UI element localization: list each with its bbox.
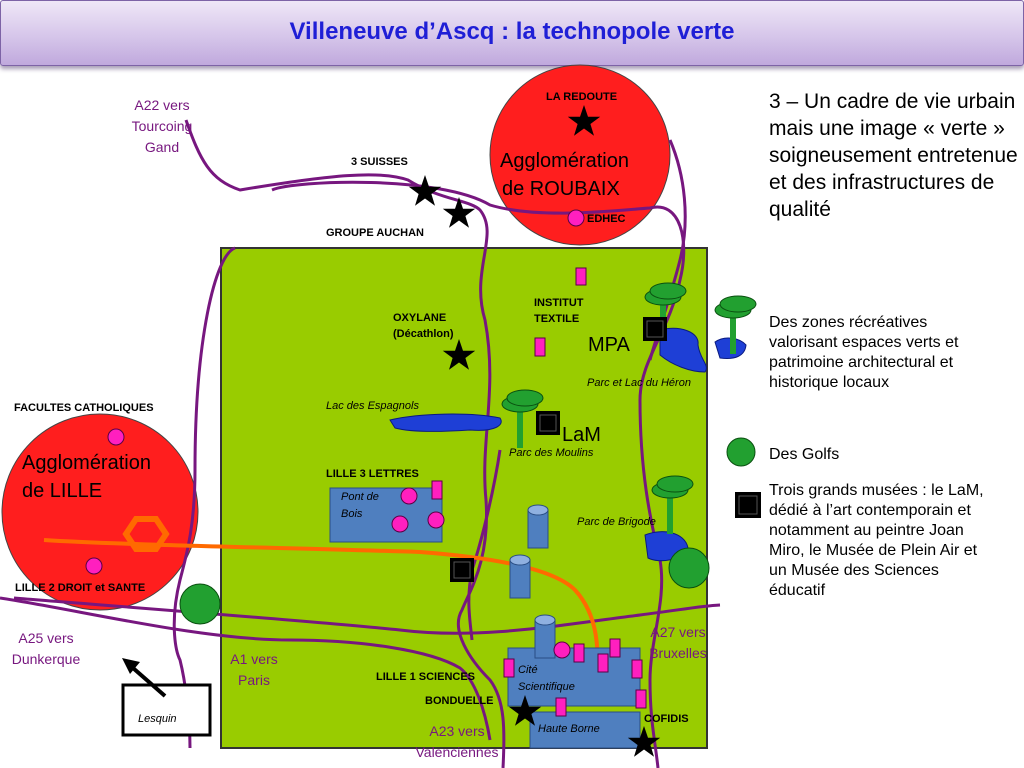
three-suisses-label: 3 SUISSES bbox=[351, 156, 408, 168]
parc-moulins-label: Parc des Moulins bbox=[509, 447, 594, 459]
lesquin-arrow-icon bbox=[131, 666, 167, 698]
building-icon bbox=[534, 614, 556, 659]
a22-line1: A22 vers bbox=[134, 97, 189, 113]
roubaix-line1: Agglomération bbox=[500, 150, 629, 172]
lille2-label: LILLE 2 DROIT et SANTE bbox=[15, 582, 145, 594]
cofidis-label: COFIDIS bbox=[644, 713, 689, 725]
cite-line1: Cité bbox=[518, 664, 538, 676]
la-redoute-label: LA REDOUTE bbox=[546, 91, 617, 103]
lille3-label: LILLE 3 LETTRES bbox=[326, 468, 419, 480]
legend-zones: Des zones récréatives valorisant espaces… bbox=[769, 314, 959, 391]
page-title: Villeneuve d’Ascq : la technopole verte bbox=[289, 18, 735, 45]
building-icon bbox=[509, 554, 531, 599]
haute-borne-label: Haute Borne bbox=[538, 723, 600, 735]
star-icon bbox=[442, 197, 476, 228]
lille1-label: LILLE 1 SCIENCES bbox=[376, 671, 475, 683]
cite-line2: Scientifique bbox=[518, 681, 575, 693]
a23-line2: Valenciennes bbox=[415, 744, 498, 760]
institut-line2: TEXTILE bbox=[534, 313, 579, 325]
parc-brigode-label: Parc de Brigode bbox=[577, 516, 656, 528]
mpa-label: MPA bbox=[588, 334, 631, 356]
a1-line1: A1 vers bbox=[230, 651, 277, 667]
a27-line2: Bruxelles bbox=[649, 645, 707, 661]
roubaix-line2: de ROUBAIX bbox=[502, 178, 620, 200]
haute-borne-block bbox=[529, 711, 641, 749]
lac-heron bbox=[659, 327, 707, 373]
groupe-auchan-label: GROUPE AUCHAN bbox=[326, 227, 424, 239]
lac-espagnols-label: Lac des Espagnols bbox=[326, 400, 419, 412]
a27-line1: A27 vers bbox=[650, 624, 705, 640]
metro-hexagon-icon bbox=[122, 516, 170, 552]
pont-line2: Bois bbox=[341, 508, 363, 520]
building-icon bbox=[527, 504, 549, 549]
lesquin-label: Lesquin bbox=[138, 713, 177, 725]
edhec-label: EDHEC bbox=[587, 213, 626, 225]
lac-espagnols bbox=[389, 413, 502, 432]
legend-golfs: Des Golfs bbox=[769, 446, 840, 463]
oxylane-line1: OXYLANE bbox=[393, 312, 446, 324]
parc-heron-label: Parc et Lac du Héron bbox=[587, 377, 691, 389]
city-labels: Agglomération de ROUBAIX Agglomération d… bbox=[22, 150, 631, 502]
museum-squares bbox=[450, 317, 761, 582]
a23-line1: A23 vers bbox=[429, 723, 484, 739]
bonduelle-label: BONDUELLE bbox=[425, 695, 493, 707]
facultes-label: FACULTES CATHOLIQUES bbox=[14, 402, 154, 414]
title-banner bbox=[0, 0, 1024, 66]
arrow-head-icon bbox=[122, 658, 140, 674]
site-labels: 3 SUISSES GROUPE AUCHAN LA REDOUTE EDHEC… bbox=[14, 91, 689, 725]
lesquin-box bbox=[121, 683, 212, 737]
lam-label: LaM bbox=[562, 424, 601, 446]
a1-line2: Paris bbox=[238, 672, 270, 688]
a25-line1: A25 vers bbox=[18, 630, 73, 646]
legend-heading: 3 – Un cadre de vie urbain mais une imag… bbox=[769, 90, 1018, 221]
pink-markers bbox=[85, 209, 647, 717]
star-icon bbox=[408, 175, 442, 206]
oxylane-line2: (Décathlon) bbox=[393, 328, 454, 340]
a25-line2: Dunkerque bbox=[12, 651, 81, 667]
roubaix-circle bbox=[489, 64, 671, 246]
lille-line1: Agglomération bbox=[22, 452, 151, 474]
golf-circle bbox=[668, 547, 710, 589]
golf-circle bbox=[179, 583, 221, 625]
road-labels: A22 vers Tourcoing Gand A25 vers Dunkerq… bbox=[12, 97, 707, 760]
a22-line2: Tourcoing bbox=[132, 118, 193, 134]
legend-museums: Trois grands musées : le LaM, dédié à l’… bbox=[769, 482, 984, 599]
lille-circle bbox=[1, 413, 199, 611]
a22-line3: Gand bbox=[145, 139, 179, 155]
park-labels: Parc et Lac du Héron Lac des Espagnols P… bbox=[138, 377, 691, 735]
lille-line2: de LILLE bbox=[22, 480, 102, 502]
institut-line1: INSTITUT bbox=[534, 297, 584, 309]
pont-line1: Pont de bbox=[341, 491, 379, 503]
legend-golf-icon bbox=[726, 437, 756, 467]
